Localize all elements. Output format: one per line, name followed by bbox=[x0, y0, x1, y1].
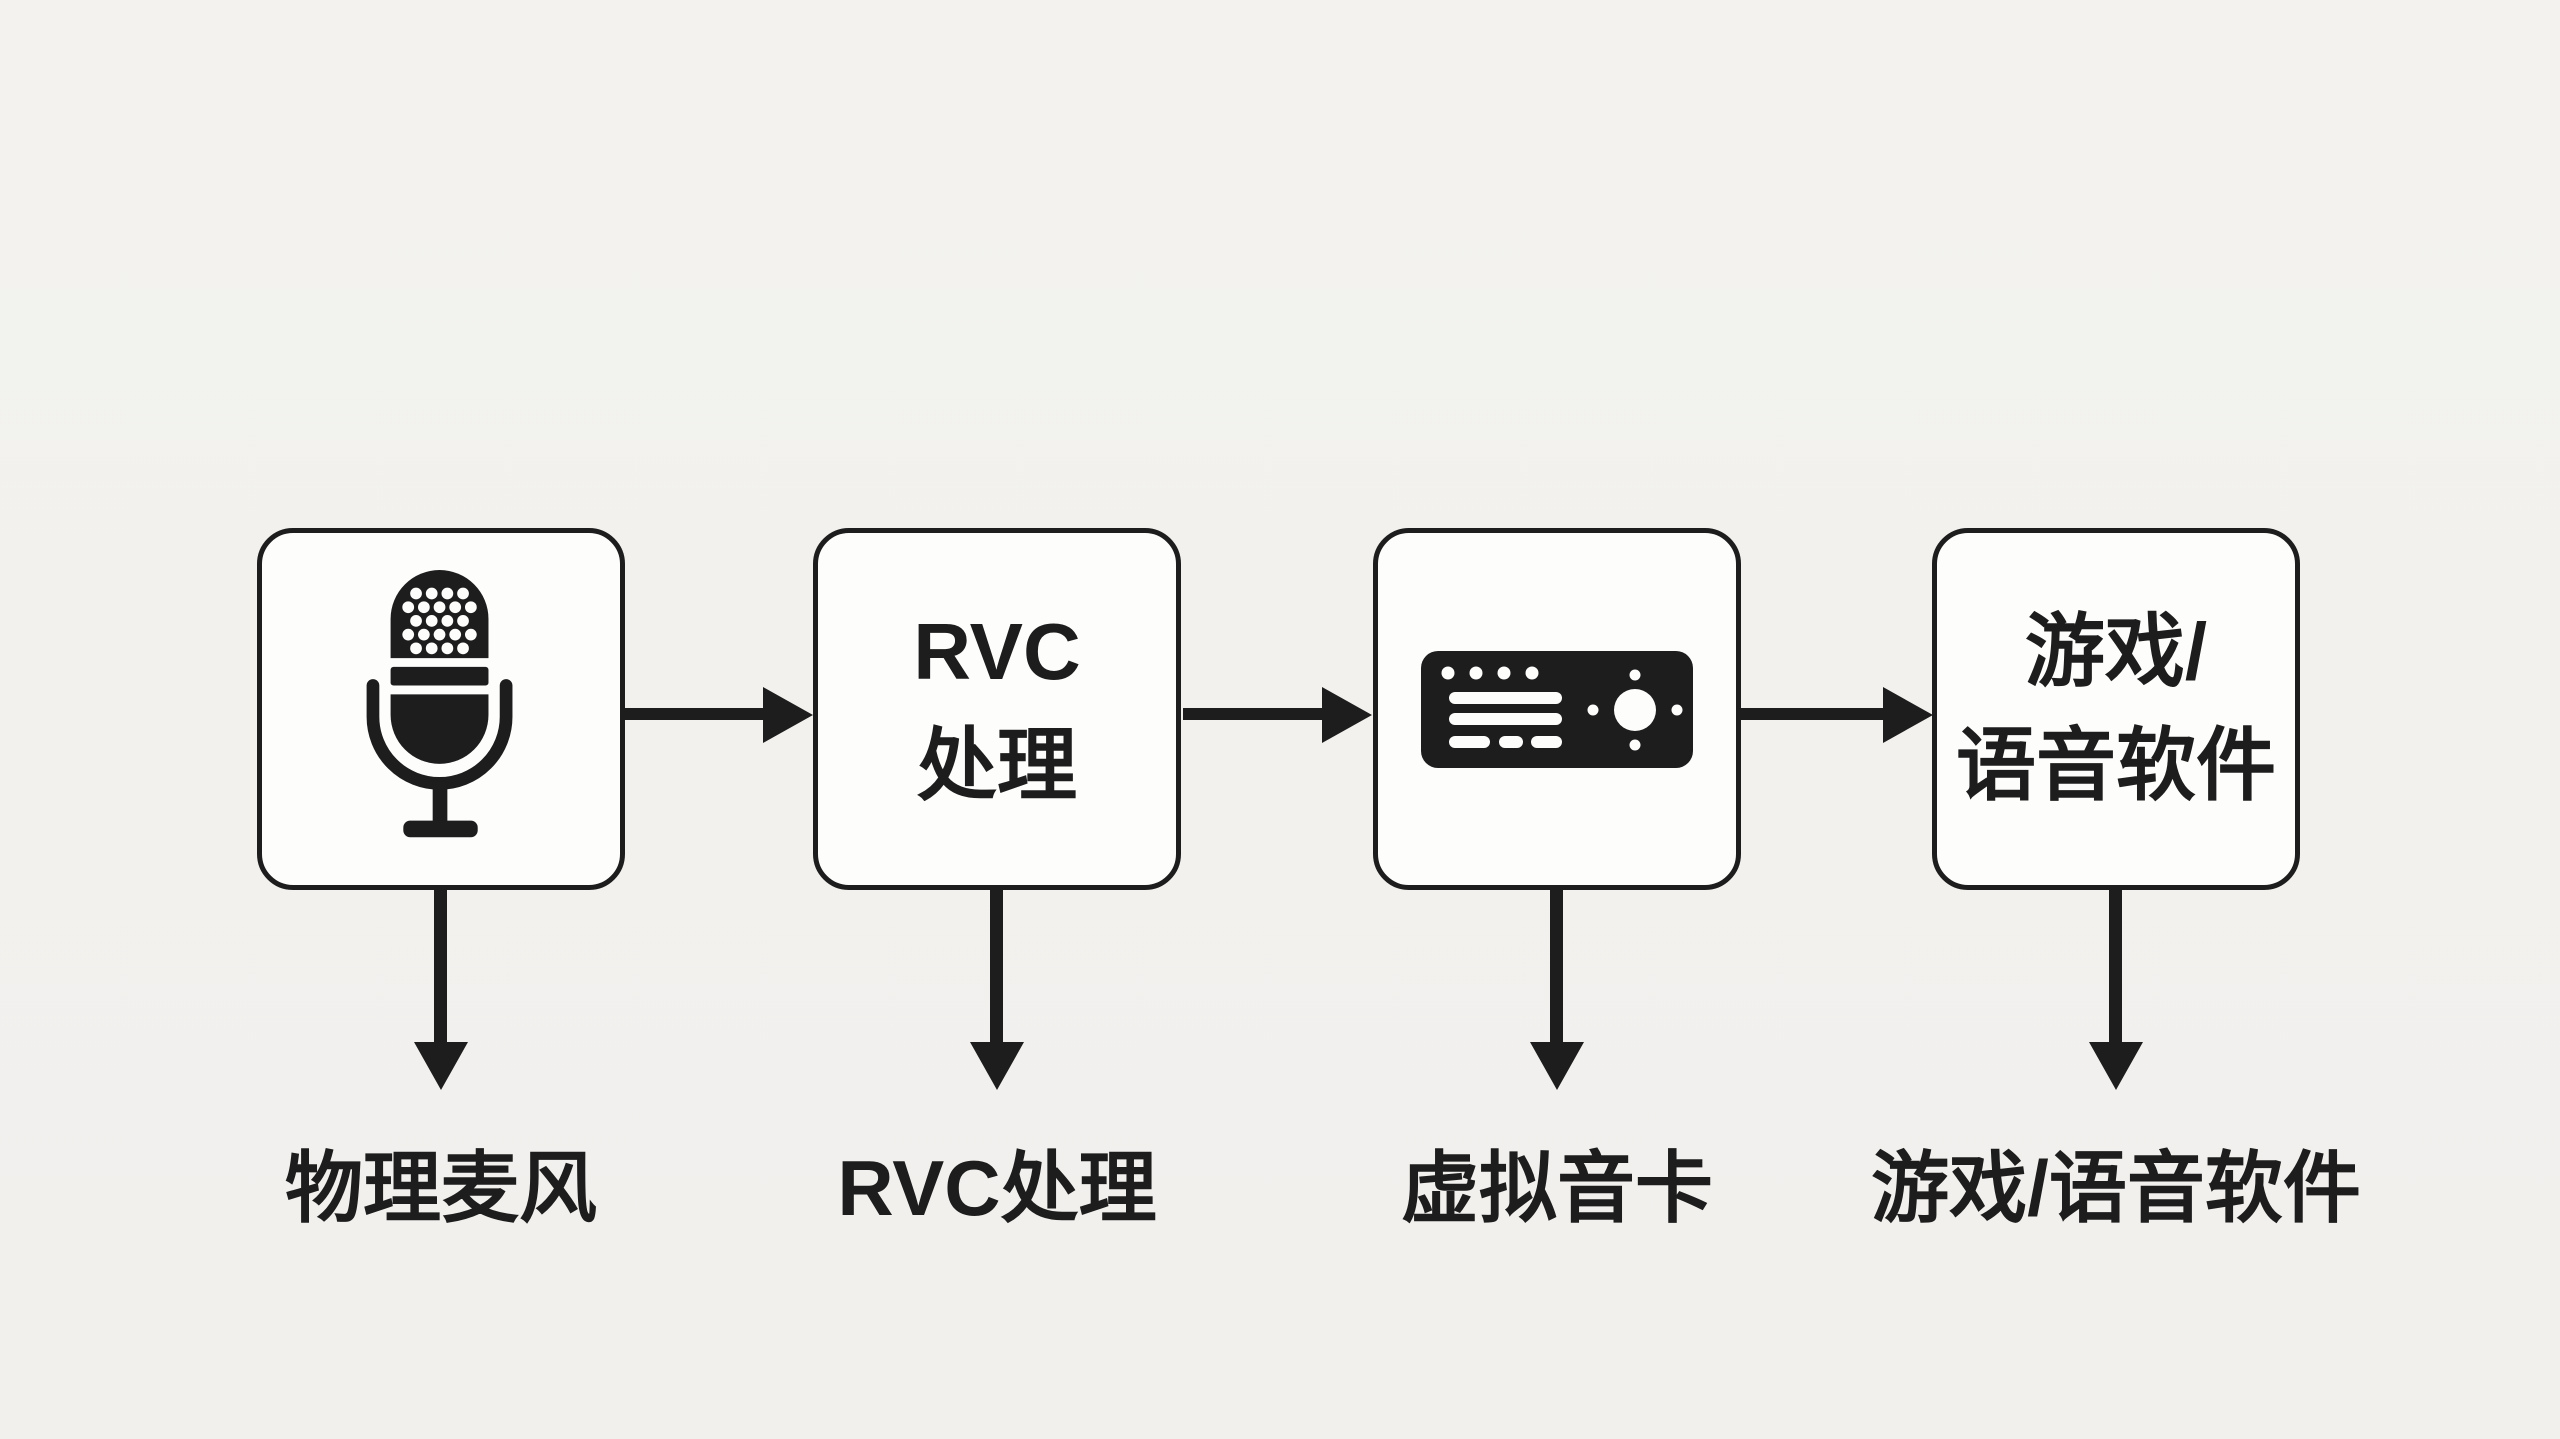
arrow-down-sound-card bbox=[1550, 890, 1563, 1043]
arrowhead-down-icon bbox=[970, 1042, 1024, 1090]
caption-rvc-processing: RVC处理 bbox=[837, 1144, 1157, 1232]
node-virtual-sound-card bbox=[1373, 528, 1741, 890]
arrowhead-right-icon bbox=[1322, 687, 1372, 743]
node-rvc-processing: RVC 处理 bbox=[813, 528, 1181, 890]
arrow-mic-to-rvc bbox=[623, 708, 765, 720]
caption-virtual-sound-card: 虚拟音卡 bbox=[1400, 1144, 1713, 1232]
arrow-card-to-software bbox=[1741, 708, 1885, 720]
node-text-line: 游戏/ bbox=[2024, 607, 2208, 696]
node-game-voice-software: 游戏/ 语音软件 bbox=[1932, 528, 2300, 890]
microphone-icon bbox=[366, 569, 513, 837]
arrow-rvc-to-card bbox=[1183, 708, 1324, 720]
arrowhead-down-icon bbox=[1530, 1042, 1584, 1090]
node-text-line: RVC bbox=[913, 607, 1081, 696]
node-text-line: 处理 bbox=[917, 721, 1077, 810]
node-text-line: 语音软件 bbox=[1956, 721, 2276, 810]
node-physical-mic bbox=[257, 528, 625, 890]
arrow-down-rvc bbox=[990, 890, 1003, 1043]
arrow-down-physical-mic bbox=[434, 890, 447, 1043]
arrowhead-down-icon bbox=[2089, 1042, 2143, 1090]
arrow-down-software bbox=[2109, 890, 2122, 1043]
arrowhead-right-icon bbox=[1883, 687, 1933, 743]
caption-physical-mic: 物理麦风 bbox=[284, 1144, 597, 1232]
arrowhead-right-icon bbox=[763, 687, 813, 743]
caption-game-voice-software: 游戏/语音软件 bbox=[1871, 1144, 2361, 1232]
arrowhead-down-icon bbox=[414, 1042, 468, 1090]
audio-interface-icon bbox=[1421, 650, 1693, 768]
